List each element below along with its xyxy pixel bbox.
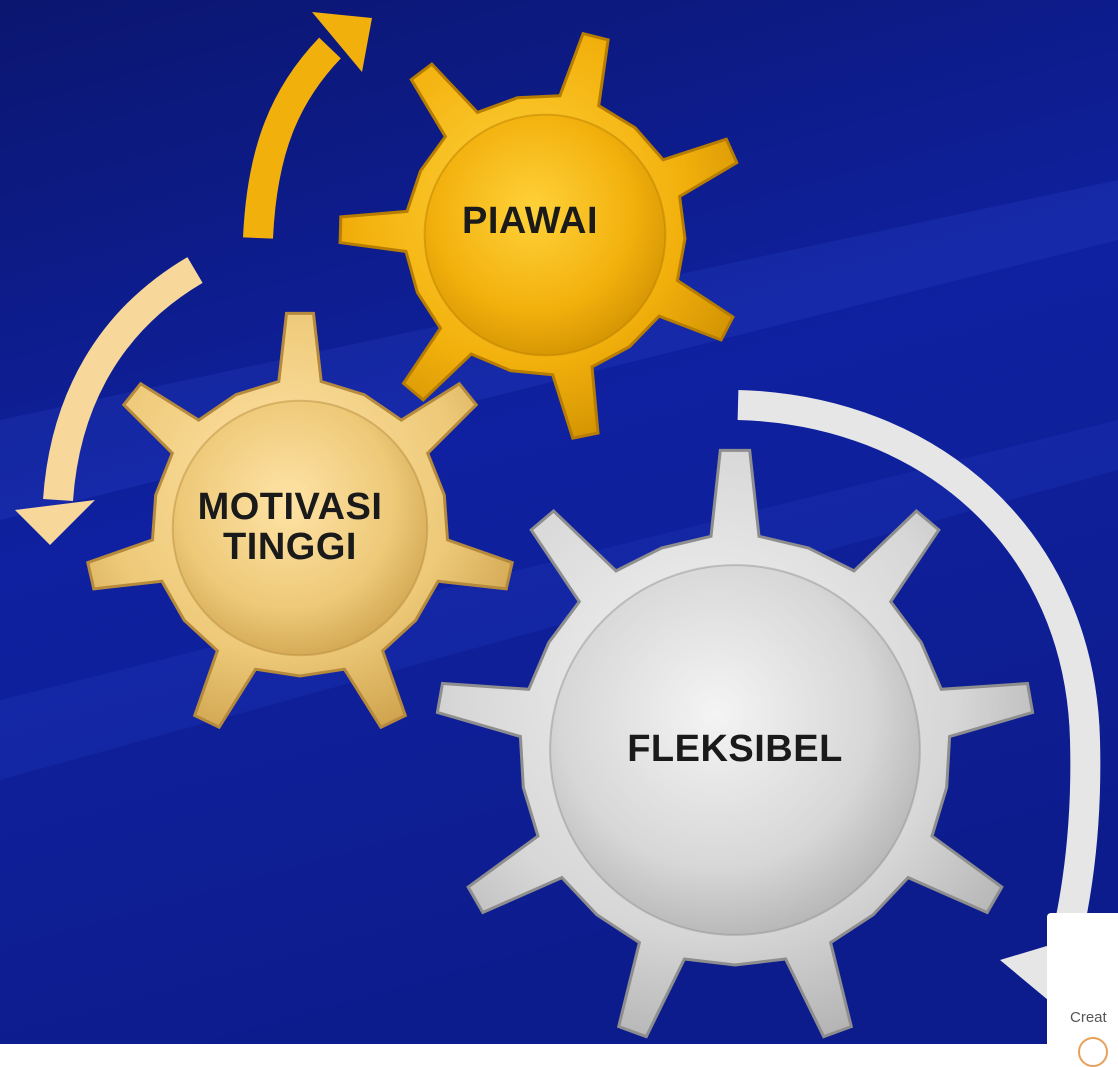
gear-motivasi-tinggi [86, 311, 514, 730]
gear-fleksibel-hub [549, 564, 921, 936]
gear-label-motivasi-tinggi: MOTIVASI TINGGI [185, 486, 395, 568]
gear-piawai-hub [423, 113, 667, 357]
arrow-to-motivasi [15, 257, 203, 545]
fleksibel-text: FLEKSIBEL [627, 728, 843, 770]
corner-badge: Creat [1047, 913, 1118, 1067]
gear-fleksibel [435, 448, 1035, 1039]
diagram-canvas [0, 0, 1118, 1044]
tinggi-text: TINGGI [223, 525, 357, 568]
gear-label-fleksibel: FLEKSIBEL [590, 728, 880, 770]
gear-motivasi-hub [171, 399, 429, 657]
gear-piawai [338, 31, 739, 440]
gear-label-piawai: PIAWAI [440, 200, 620, 242]
circle-icon [1078, 1037, 1108, 1067]
piawai-text: PIAWAI [461, 200, 599, 242]
arrow-to-piawai [243, 12, 372, 239]
corner-badge-text: Creat [1070, 1009, 1107, 1026]
motivasi-text: MOTIVASI [197, 486, 383, 528]
